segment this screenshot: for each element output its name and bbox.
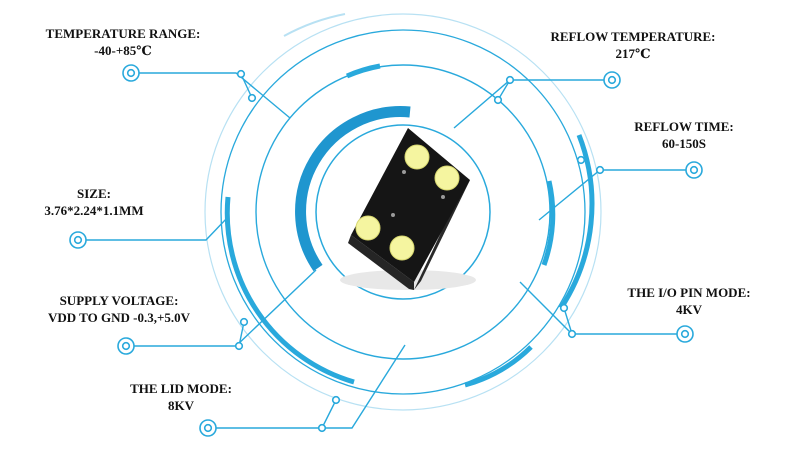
target-circle-icon	[676, 325, 694, 343]
connector-dot-icon	[247, 93, 257, 103]
chip-dot	[441, 195, 445, 199]
connector-nodes	[234, 69, 605, 433]
chip-body	[351, 128, 470, 282]
spec-value: 3.76*2.24*1.1MM	[44, 203, 144, 218]
spec-value: 8KV	[168, 398, 194, 413]
smd-led-chip-icon	[340, 128, 476, 290]
arc-inner-left	[295, 106, 411, 272]
connector-dot-icon	[505, 75, 515, 85]
spec-label: REFLOW TIME:	[634, 119, 734, 134]
spec-value: VDD TO GND -0.3,+5.0V	[48, 310, 190, 325]
target-circle-icon	[69, 231, 87, 249]
spec-value: 60-150S	[661, 136, 707, 151]
leader-lid-mode-b	[321, 399, 337, 429]
spec-io-pin-mode: THE I/O PIN MODE: 4KV	[604, 284, 774, 318]
connector-dot-icon	[234, 341, 244, 351]
spec-value: 4KV	[676, 302, 702, 317]
connector-dot-icon	[493, 95, 503, 105]
arc-bottom-right	[464, 345, 533, 388]
spec-temperature-range: TEMPERATURE RANGE: -40-+85℃	[27, 25, 219, 59]
arc-outer-left	[224, 196, 355, 385]
spec-label: SIZE:	[77, 186, 111, 201]
led-pad	[355, 215, 381, 241]
leader-size	[86, 216, 229, 241]
connector-dot-icon	[236, 69, 246, 79]
spec-label: THE LID MODE:	[130, 381, 232, 396]
chip-side-bottom	[348, 235, 414, 290]
target-circle-icon	[685, 161, 703, 179]
spec-label: SUPPLY VOLTAGE:	[59, 293, 179, 308]
spec-reflow-temperature: REFLOW TEMPERATURE: 217℃	[528, 28, 738, 62]
target-circle-icon	[199, 419, 217, 437]
connector-dot-icon	[331, 395, 341, 405]
callout-markers	[69, 64, 703, 437]
connector-dot-icon	[317, 423, 327, 433]
spec-label: THE I/O PIN MODE:	[627, 285, 751, 300]
ring-3	[220, 29, 586, 395]
inner-ring	[315, 124, 491, 300]
arc-top	[346, 63, 381, 79]
spec-value: -40-+85℃	[94, 43, 152, 58]
arc-right	[541, 180, 556, 266]
leader-lid-mode	[216, 344, 406, 429]
leader-reflow-temperature	[453, 79, 604, 129]
chip-side-right	[414, 180, 470, 290]
leader-temperature-range-b	[240, 73, 253, 99]
arc-segments	[224, 13, 595, 388]
ring-group	[204, 13, 602, 411]
spec-size: SIZE: 3.76*2.24*1.1MM	[28, 185, 160, 219]
connector-dot-icon	[576, 155, 586, 165]
ring-2	[255, 64, 551, 360]
connector-dot-icon	[559, 303, 569, 313]
led-pad	[404, 144, 430, 170]
target-circle-icon	[117, 337, 135, 355]
connector-dot-icon	[239, 317, 249, 327]
connector-dot-icon	[595, 165, 605, 175]
spec-supply-voltage: SUPPLY VOLTAGE: VDD TO GND -0.3,+5.0V	[28, 292, 210, 326]
leader-temperature-range	[139, 72, 291, 119]
target-circle-icon	[122, 64, 140, 82]
target-circle-icon	[603, 71, 621, 89]
leader-reflow-time	[538, 169, 686, 221]
leader-io-pin-mode-b	[563, 307, 573, 335]
outer-ring	[204, 13, 602, 411]
connector-dot-icon	[567, 329, 577, 339]
arc-outer-right	[558, 134, 595, 310]
arc-faint-top	[283, 13, 346, 37]
spec-label: TEMPERATURE RANGE:	[45, 26, 201, 41]
led-pad	[389, 235, 415, 261]
spec-value: 217℃	[615, 46, 651, 61]
leader-lines	[86, 72, 686, 429]
chip-dot	[402, 170, 406, 174]
spec-label: REFLOW TEMPERATURE:	[550, 29, 716, 44]
spec-reflow-time: REFLOW TIME: 60-150S	[620, 118, 748, 152]
led-pad	[434, 165, 460, 191]
spec-lid-mode: THE LID MODE: 8KV	[108, 380, 254, 414]
chip-dot	[391, 213, 395, 217]
